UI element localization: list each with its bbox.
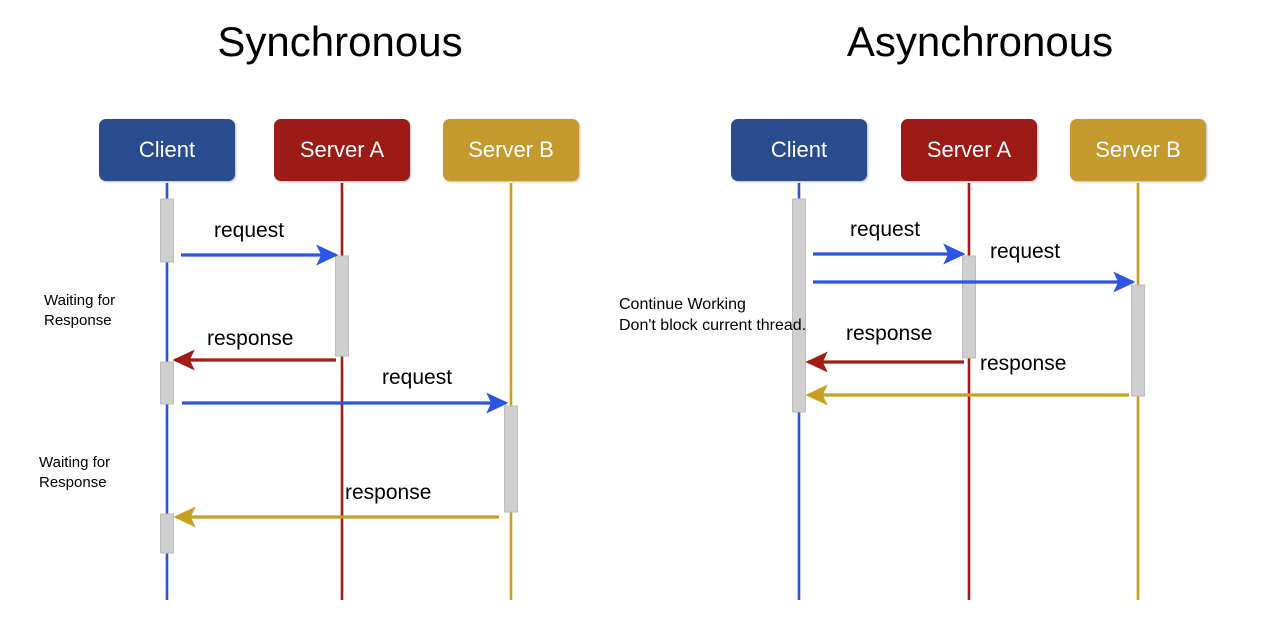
actor-label: Client (770, 137, 828, 162)
actor-box-asynchronous-server-b[interactable]: Server B (1070, 119, 1206, 181)
note-asynchronous-continue-working-note: Continue Working Don't block current thr… (619, 296, 807, 335)
actor-box-asynchronous-client[interactable]: Client (731, 119, 867, 181)
panel-title-asynchronous: Asynchronous (846, 18, 1114, 65)
message-label-synchronous-response-1: response (207, 327, 294, 350)
activation-bar-asynchronous-server-b-2 (1131, 284, 1145, 397)
actor-label: Client (138, 137, 196, 162)
activation-bar-synchronous-client-2 (160, 361, 174, 405)
message-label-asynchronous-request-1: request (990, 240, 1061, 263)
activation-bar-synchronous-client-0 (160, 198, 174, 263)
actor-box-synchronous-server-b[interactable]: Server B (443, 119, 579, 181)
note-synchronous-waiting-note-2: Waiting for Response (39, 454, 111, 491)
activation-bar-asynchronous-server-a-1 (962, 255, 976, 359)
message-label-asynchronous-request-0: request (850, 218, 921, 241)
actor-box-synchronous-client[interactable]: Client (99, 119, 235, 181)
panel-title-synchronous: Synchronous (217, 18, 463, 65)
message-label-synchronous-response-3: response (345, 481, 432, 504)
activation-bar-synchronous-client-4 (160, 513, 174, 554)
actor-box-synchronous-server-a[interactable]: Server A (274, 119, 410, 181)
actor-box-asynchronous-server-a[interactable]: Server A (901, 119, 1037, 181)
activation-bar-synchronous-server-a-1 (335, 255, 349, 357)
activation-bar-synchronous-server-b-3 (504, 405, 518, 513)
message-label-asynchronous-response-3: response (980, 352, 1067, 375)
actor-label: Server B (1095, 137, 1181, 162)
actor-label: Server A (926, 137, 1012, 162)
message-label-asynchronous-response-2: response (846, 322, 933, 345)
actor-label: Server A (299, 137, 385, 162)
note-synchronous-waiting-note-1: Waiting for Response (44, 292, 116, 329)
message-label-synchronous-request-0: request (214, 219, 285, 242)
activation-bar-asynchronous-client-0 (792, 198, 806, 413)
actor-label: Server B (468, 137, 554, 162)
message-label-synchronous-request-2: request (382, 366, 453, 389)
